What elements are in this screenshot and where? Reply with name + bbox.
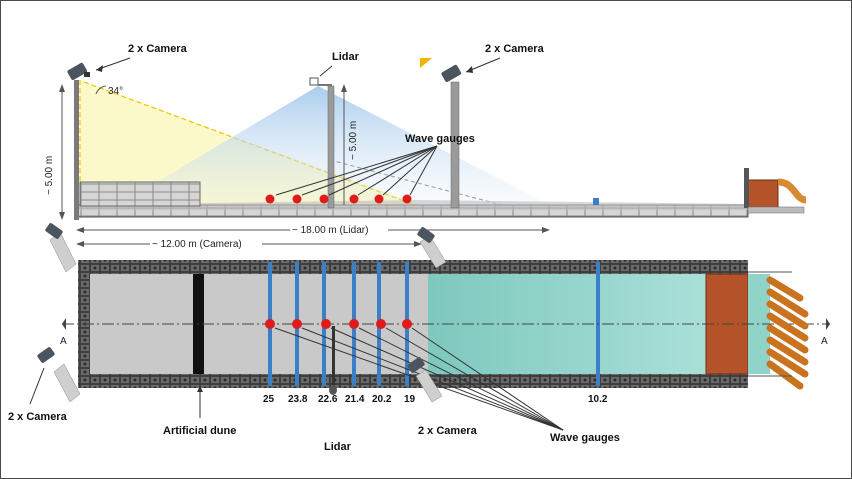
side-gauge-marker — [349, 194, 359, 204]
side-gauge-marker — [319, 194, 329, 204]
gauge-position-label: 23.8 — [288, 394, 308, 405]
plan-wave-gauges — [265, 319, 412, 329]
lidar-plan-marker — [329, 385, 337, 395]
plan-view: A A — [8, 223, 830, 453]
camera-label-top-left: 2 x Camera — [128, 43, 188, 55]
section-marker-left: A — [60, 336, 67, 347]
section-marker-right: A — [821, 336, 828, 347]
camera-angle-label: 34° — [108, 86, 123, 97]
gauge-position-label: 19 — [404, 394, 416, 405]
plan-gauge-marker — [402, 319, 412, 329]
gauge-position-label: 10.2 — [588, 394, 608, 405]
camera-pole-right — [450, 81, 460, 209]
lidar-field-of-view — [110, 86, 560, 210]
lidar-pole — [327, 85, 335, 209]
artificial-dune-label: Artificial dune — [163, 425, 236, 437]
camera-icon — [37, 347, 81, 403]
plan-gauge-marker — [292, 319, 302, 329]
camera-label-top-right: 2 x Camera — [485, 43, 545, 55]
side-wave-paddle — [747, 179, 779, 209]
side-gauge-marker — [374, 194, 384, 204]
gauge-position-label: 20.2 — [372, 394, 392, 405]
wave-gauges-label-top: Wave gauges — [405, 133, 475, 145]
side-beach-slope — [78, 200, 748, 210]
paddle-pistons — [766, 276, 809, 390]
plan-gauge-marker — [265, 319, 275, 329]
lidar-distance-label: ~ 18.00 m (Lidar) — [292, 225, 368, 236]
sun-marker-icon — [420, 58, 432, 68]
camera-icon — [441, 64, 462, 82]
plan-gauge-marker — [321, 319, 331, 329]
plan-gauge-marker — [349, 319, 359, 329]
side-gauge-marker — [402, 194, 412, 204]
side-dune-blocks — [79, 181, 201, 207]
wave-gauges-label-bottom: Wave gauges — [550, 432, 620, 444]
lidar-label-bottom: Lidar — [324, 441, 352, 453]
camera-icon — [407, 357, 443, 403]
height-label-lidar: ~ 5.00 m — [348, 121, 359, 160]
plan-wall-top — [78, 260, 748, 274]
gauge-position-label: 22.6 — [318, 394, 338, 405]
lidar-device — [309, 77, 319, 86]
camera-icon — [67, 62, 90, 80]
gauge-position-label: 25 — [263, 394, 275, 405]
lidar-label-top: Lidar — [332, 51, 360, 63]
camera-icon — [417, 227, 447, 269]
height-label-left: ~ 5.00 m — [44, 156, 55, 195]
gauge-position-label: 21.4 — [345, 394, 365, 405]
camera-pole-left — [74, 80, 79, 220]
side-gauge-marker — [265, 194, 275, 204]
camera-label-bottom-left: 2 x Camera — [8, 411, 68, 423]
side-wave-gauges — [265, 194, 412, 204]
side-view: ~ 5.00 m ~ 5.00 m 34° ~ 12.00 m (Camera)… — [44, 43, 807, 250]
camera-icon — [45, 223, 77, 273]
plan-wall-bottom — [78, 374, 748, 388]
side-gauge-marker — [292, 194, 302, 204]
plan-gauge-marker — [376, 319, 386, 329]
camera-label-bottom-mid: 2 x Camera — [418, 425, 478, 437]
camera-distance-label: ~ 12.00 m (Camera) — [152, 239, 242, 250]
